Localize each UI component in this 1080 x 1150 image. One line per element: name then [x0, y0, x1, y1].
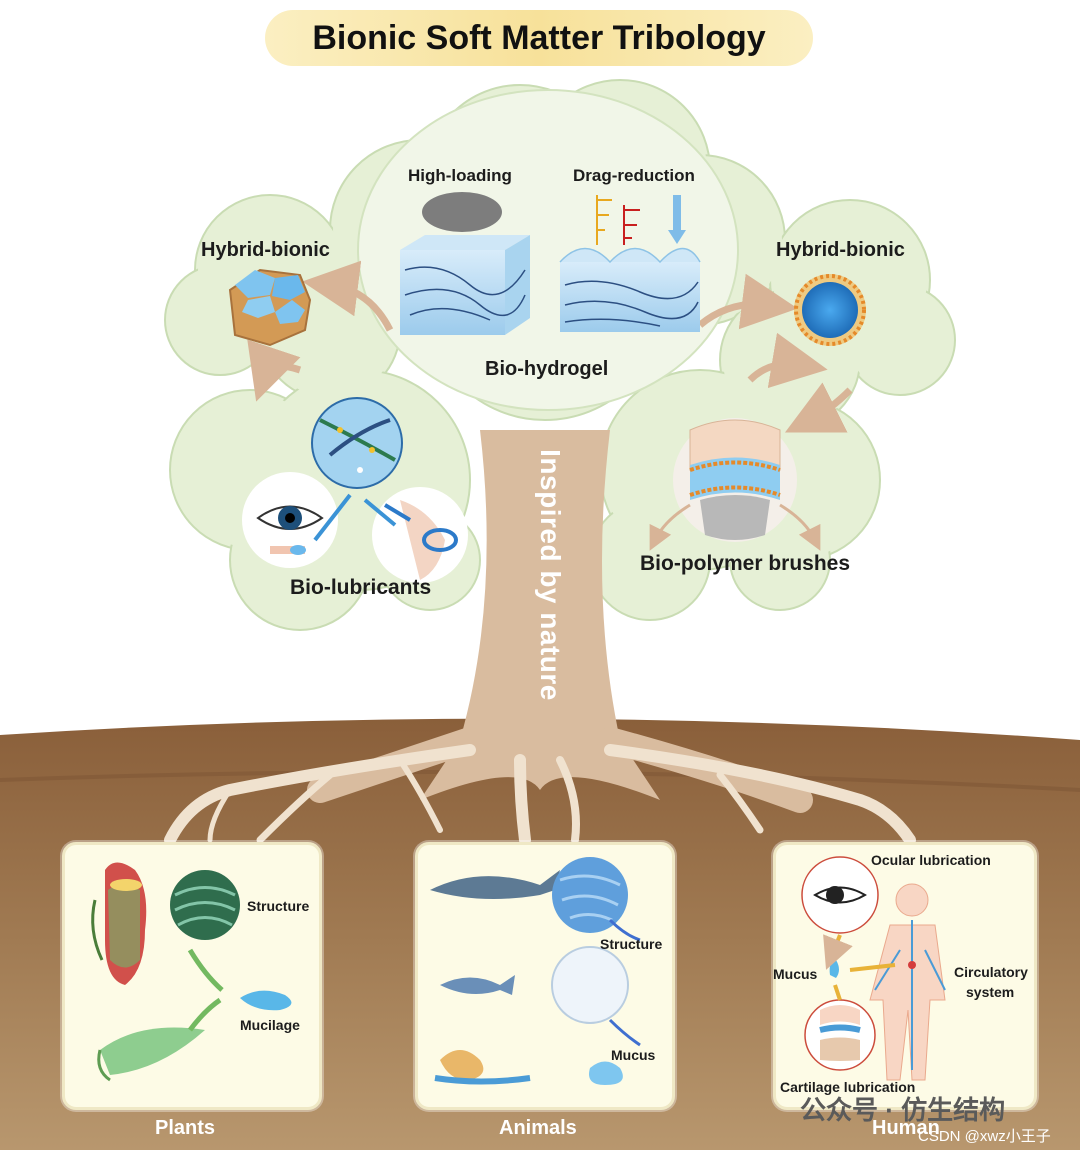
knee-injection-illustration [372, 487, 468, 583]
animals-title: Animals [499, 1117, 577, 1140]
figure-title: Bionic Soft Matter Tribology [312, 19, 765, 58]
bio-lubricant-illustration [312, 398, 402, 488]
honeycomb-illustration [230, 270, 310, 345]
ocular-lubrication-label: Ocular lubrication [871, 852, 991, 868]
circulatory-label-line1: Circulatory [954, 964, 1028, 980]
watermark-sub: CSDN @xwz小王子 [918, 1125, 1051, 1146]
human-mucus-label: Mucus [773, 966, 817, 982]
bio-hydrogel-label: Bio-hydrogel [485, 358, 608, 381]
animals-panel [415, 842, 675, 1110]
trunk-text-box: Inspired by nature [520, 455, 580, 695]
watermark-main: 公众号 · 仿生结构 [800, 1090, 1005, 1127]
hybrid-bionic-left-label: Hybrid-bionic [201, 239, 330, 262]
eye-illustration [242, 472, 338, 568]
drag-reduction-label: Drag-reduction [573, 166, 695, 186]
trunk-label: Inspired by nature [534, 449, 566, 701]
title-banner: Bionic Soft Matter Tribology [265, 10, 813, 66]
high-loading-label: High-loading [408, 166, 512, 186]
plants-panel [62, 842, 322, 1110]
animals-structure-label: Structure [600, 936, 662, 952]
animals-mucus-label: Mucus [611, 1047, 655, 1063]
hybrid-bionic-right-label: Hybrid-bionic [776, 239, 905, 262]
bio-lubricants-label: Bio-lubricants [290, 576, 431, 600]
bio-polymer-brushes-label: Bio-polymer brushes [640, 552, 850, 576]
plants-structure-label: Structure [247, 898, 309, 914]
plants-title: Plants [155, 1117, 215, 1140]
circulatory-label-line2: system [966, 984, 1014, 1000]
nanoparticle-illustration [794, 274, 866, 346]
plants-mucilage-label: Mucilage [240, 1017, 300, 1033]
